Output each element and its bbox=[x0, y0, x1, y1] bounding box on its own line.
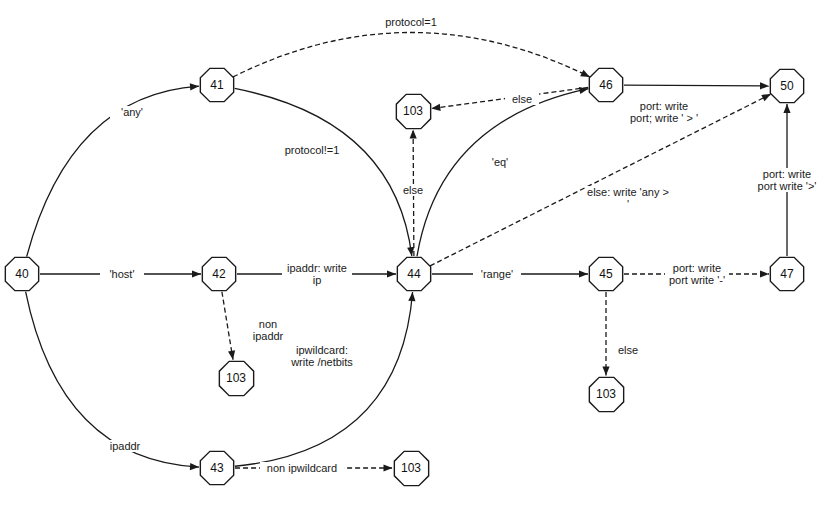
transition-line bbox=[26, 292, 199, 467]
transition-label: 'host' bbox=[100, 268, 144, 280]
arrowhead bbox=[407, 247, 414, 256]
transition-line bbox=[624, 84, 769, 86]
transition-arrow bbox=[430, 94, 771, 266]
arrowhead bbox=[410, 129, 417, 138]
state-octagon: 46 bbox=[589, 68, 623, 102]
arrowhead bbox=[602, 367, 609, 376]
transition-label: ipwildcard: write /netbits bbox=[287, 344, 357, 369]
state-octagon: 103 bbox=[589, 377, 624, 412]
transition-line bbox=[605, 292, 606, 376]
arrowhead bbox=[431, 104, 440, 111]
transition-label: ipaddr: write ip bbox=[282, 262, 352, 287]
transition-arrow bbox=[624, 82, 769, 89]
transition-label: else bbox=[396, 184, 430, 196]
octagon-shape bbox=[5, 257, 38, 290]
state-number: 103 bbox=[596, 388, 616, 400]
arrowhead bbox=[579, 270, 588, 277]
transition-arrow bbox=[417, 87, 588, 256]
state-number: 103 bbox=[226, 372, 246, 384]
arrowhead bbox=[384, 464, 393, 471]
arrowhead bbox=[580, 70, 590, 77]
state-octagon: 103 bbox=[396, 94, 431, 129]
transition-label: port: write port write '>' bbox=[755, 168, 819, 193]
transition-line bbox=[235, 88, 412, 256]
transition-arrow bbox=[222, 292, 235, 360]
state-octagon: 40 bbox=[5, 257, 39, 291]
transition-line bbox=[430, 94, 771, 266]
state-octagon: 42 bbox=[202, 257, 236, 291]
transition-arrow bbox=[235, 292, 416, 466]
octagon-shape bbox=[202, 257, 235, 290]
state-number: 40 bbox=[15, 268, 28, 280]
state-octagon: 103 bbox=[394, 451, 429, 486]
arrowhead bbox=[408, 292, 415, 301]
transition-label: 'any' bbox=[110, 106, 154, 118]
transition-label: port: write port; write ' > ' bbox=[627, 100, 701, 125]
octagon-shape bbox=[200, 68, 233, 101]
octagon-shape bbox=[589, 377, 623, 411]
state-number: 45 bbox=[599, 268, 612, 280]
arrowhead bbox=[761, 94, 771, 101]
transition-label: 'eq' bbox=[483, 156, 517, 168]
transition-line bbox=[27, 86, 199, 256]
state-number: 103 bbox=[403, 105, 423, 117]
transition-line bbox=[417, 89, 588, 257]
transition-line bbox=[431, 87, 588, 108]
state-number: 50 bbox=[780, 80, 793, 92]
arrowhead bbox=[228, 350, 235, 359]
transition-label: non ipwildcard bbox=[260, 462, 344, 474]
arrowhead bbox=[190, 83, 199, 90]
transition-label: else bbox=[505, 93, 539, 105]
transition-label: 'range' bbox=[473, 268, 521, 280]
state-number: 103 bbox=[401, 462, 421, 474]
arrowhead bbox=[783, 104, 790, 113]
state-number: 44 bbox=[407, 268, 420, 280]
transition-label: non ipaddr bbox=[246, 318, 290, 343]
octagon-shape bbox=[219, 361, 253, 395]
transition-arrow bbox=[431, 87, 588, 110]
state-number: 47 bbox=[780, 268, 793, 280]
transition-label: port: write port write '-' bbox=[665, 262, 729, 287]
transition-arrow bbox=[602, 292, 609, 376]
arrowhead bbox=[190, 463, 199, 470]
transition-label: protocol!=1 bbox=[270, 144, 354, 156]
octagon-shape bbox=[589, 68, 622, 101]
arrowhead bbox=[760, 82, 769, 89]
transition-arrow bbox=[27, 83, 199, 256]
octagon-shape bbox=[770, 257, 803, 290]
state-octagon: 103 bbox=[219, 361, 254, 396]
state-number: 43 bbox=[210, 462, 223, 474]
transition-arrow bbox=[235, 88, 415, 256]
arrowhead bbox=[387, 270, 396, 277]
octagon-shape bbox=[397, 257, 430, 290]
transition-line bbox=[222, 292, 233, 360]
transition-line bbox=[235, 292, 413, 466]
state-number: 41 bbox=[210, 79, 223, 91]
transition-label: protocol=1 bbox=[369, 16, 453, 28]
state-octagon: 47 bbox=[770, 257, 804, 291]
octagon-shape bbox=[200, 451, 233, 484]
arrowhead bbox=[192, 270, 201, 277]
transition-arrow bbox=[233, 32, 590, 76]
state-octagon: 50 bbox=[770, 69, 804, 103]
transition-label: ipaddr bbox=[98, 440, 152, 452]
transition-arrow bbox=[26, 292, 199, 471]
octagon-shape bbox=[589, 257, 622, 290]
state-number: 42 bbox=[212, 268, 225, 280]
transition-label: else bbox=[611, 344, 645, 356]
state-octagon: 43 bbox=[200, 451, 234, 485]
octagon-shape bbox=[394, 451, 428, 485]
state-octagon: 41 bbox=[200, 68, 234, 102]
transition-label: else: write 'any > ' bbox=[585, 186, 671, 211]
state-octagon: 44 bbox=[397, 257, 431, 291]
state-octagon: 45 bbox=[589, 257, 623, 291]
octagon-shape bbox=[770, 69, 803, 102]
state-number: 46 bbox=[599, 79, 612, 91]
transition-line bbox=[233, 32, 590, 76]
octagon-shape bbox=[396, 94, 430, 128]
arrowhead bbox=[760, 270, 769, 277]
